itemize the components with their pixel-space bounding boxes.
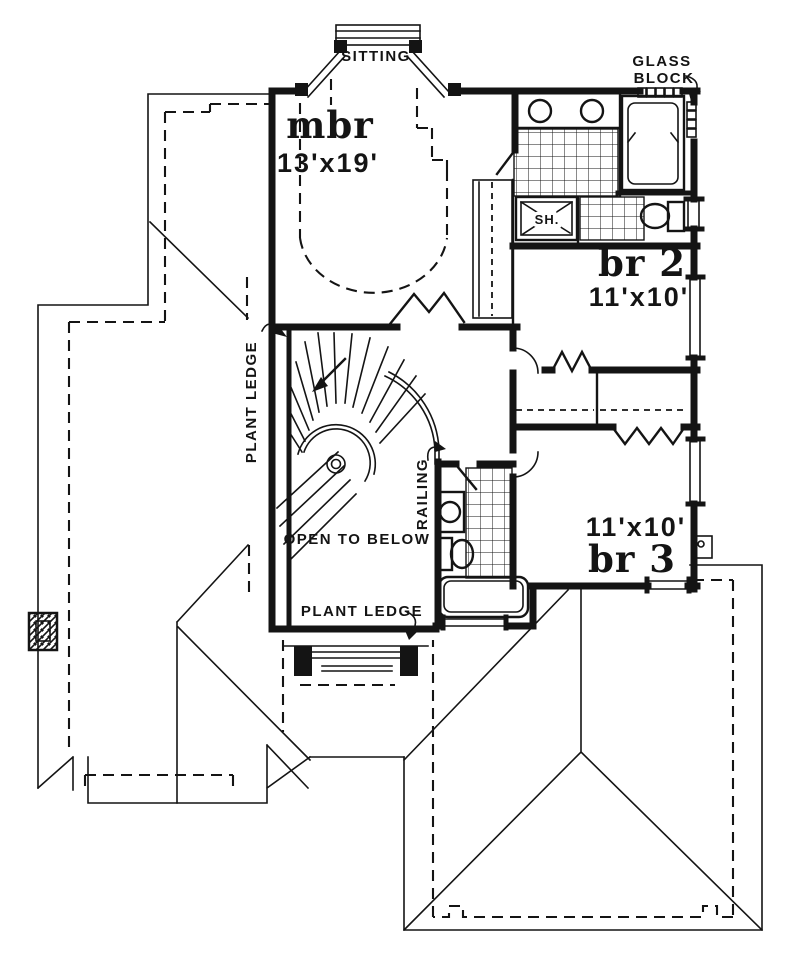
- tile-floor-toilet: [579, 196, 645, 241]
- windows: [440, 196, 706, 631]
- label-open-to-below: OPEN TO BELOW: [284, 531, 431, 548]
- chimney: [27, 611, 59, 652]
- label-railing: RAILING: [414, 458, 431, 530]
- label-br2-dims: 11'x10': [589, 282, 689, 312]
- label-shower: SH.: [535, 212, 560, 227]
- master-vanity: [511, 93, 622, 198]
- hall-bath: [434, 460, 530, 619]
- br2-door-arc: [512, 347, 539, 374]
- master-tub: [620, 94, 686, 192]
- br2-closet-bifold: [550, 349, 594, 374]
- curved-staircase: [275, 290, 466, 564]
- bedroom-2: [509, 323, 701, 454]
- bedroom-3: [509, 451, 713, 590]
- hall-bath-vanity: [435, 490, 466, 534]
- tile-floor-vanity: [513, 128, 619, 197]
- mbr-double-doors: [388, 290, 466, 326]
- mbr-bath-door-leaf: [495, 148, 517, 176]
- label-br3-dims: 11'x10': [586, 512, 686, 542]
- master-shower: SH.: [514, 195, 579, 242]
- label-sitting: SITTING: [341, 48, 411, 65]
- stair-direction-arrow: [318, 357, 347, 386]
- br3-door-arc: [512, 451, 539, 478]
- label-br3: br 3: [588, 537, 676, 581]
- hall-bath-toilet: [436, 536, 475, 572]
- master-bath: SH.: [509, 87, 701, 250]
- master-bedroom: [298, 103, 517, 329]
- open-to-below-bay: [283, 645, 429, 676]
- sitting-bay-window: [295, 24, 461, 170]
- label-glass-block-2: BLOCK: [634, 70, 695, 87]
- master-wardrobe: [472, 179, 513, 319]
- label-br2: br 2: [598, 241, 686, 285]
- label-glass-block-1: GLASS: [632, 53, 691, 70]
- hall-bath-tub: [437, 575, 530, 619]
- br3-closet-bifold: [611, 426, 686, 447]
- roof-outline-rear: [281, 564, 764, 932]
- wall-fixture: [694, 535, 713, 559]
- label-mbr: mbr: [286, 103, 374, 147]
- roof-outline-left: [36, 93, 405, 804]
- label-mbr-dims: 13'x19': [277, 148, 379, 178]
- label-plant-ledge-lower: PLANT LEDGE: [301, 603, 423, 620]
- exterior-walls: [268, 87, 701, 633]
- label-plant-ledge-upper: PLANT LEDGE: [243, 341, 260, 463]
- master-toilet: [639, 200, 686, 233]
- railing: [383, 370, 440, 465]
- tile-floor-hall-bath: [465, 467, 513, 579]
